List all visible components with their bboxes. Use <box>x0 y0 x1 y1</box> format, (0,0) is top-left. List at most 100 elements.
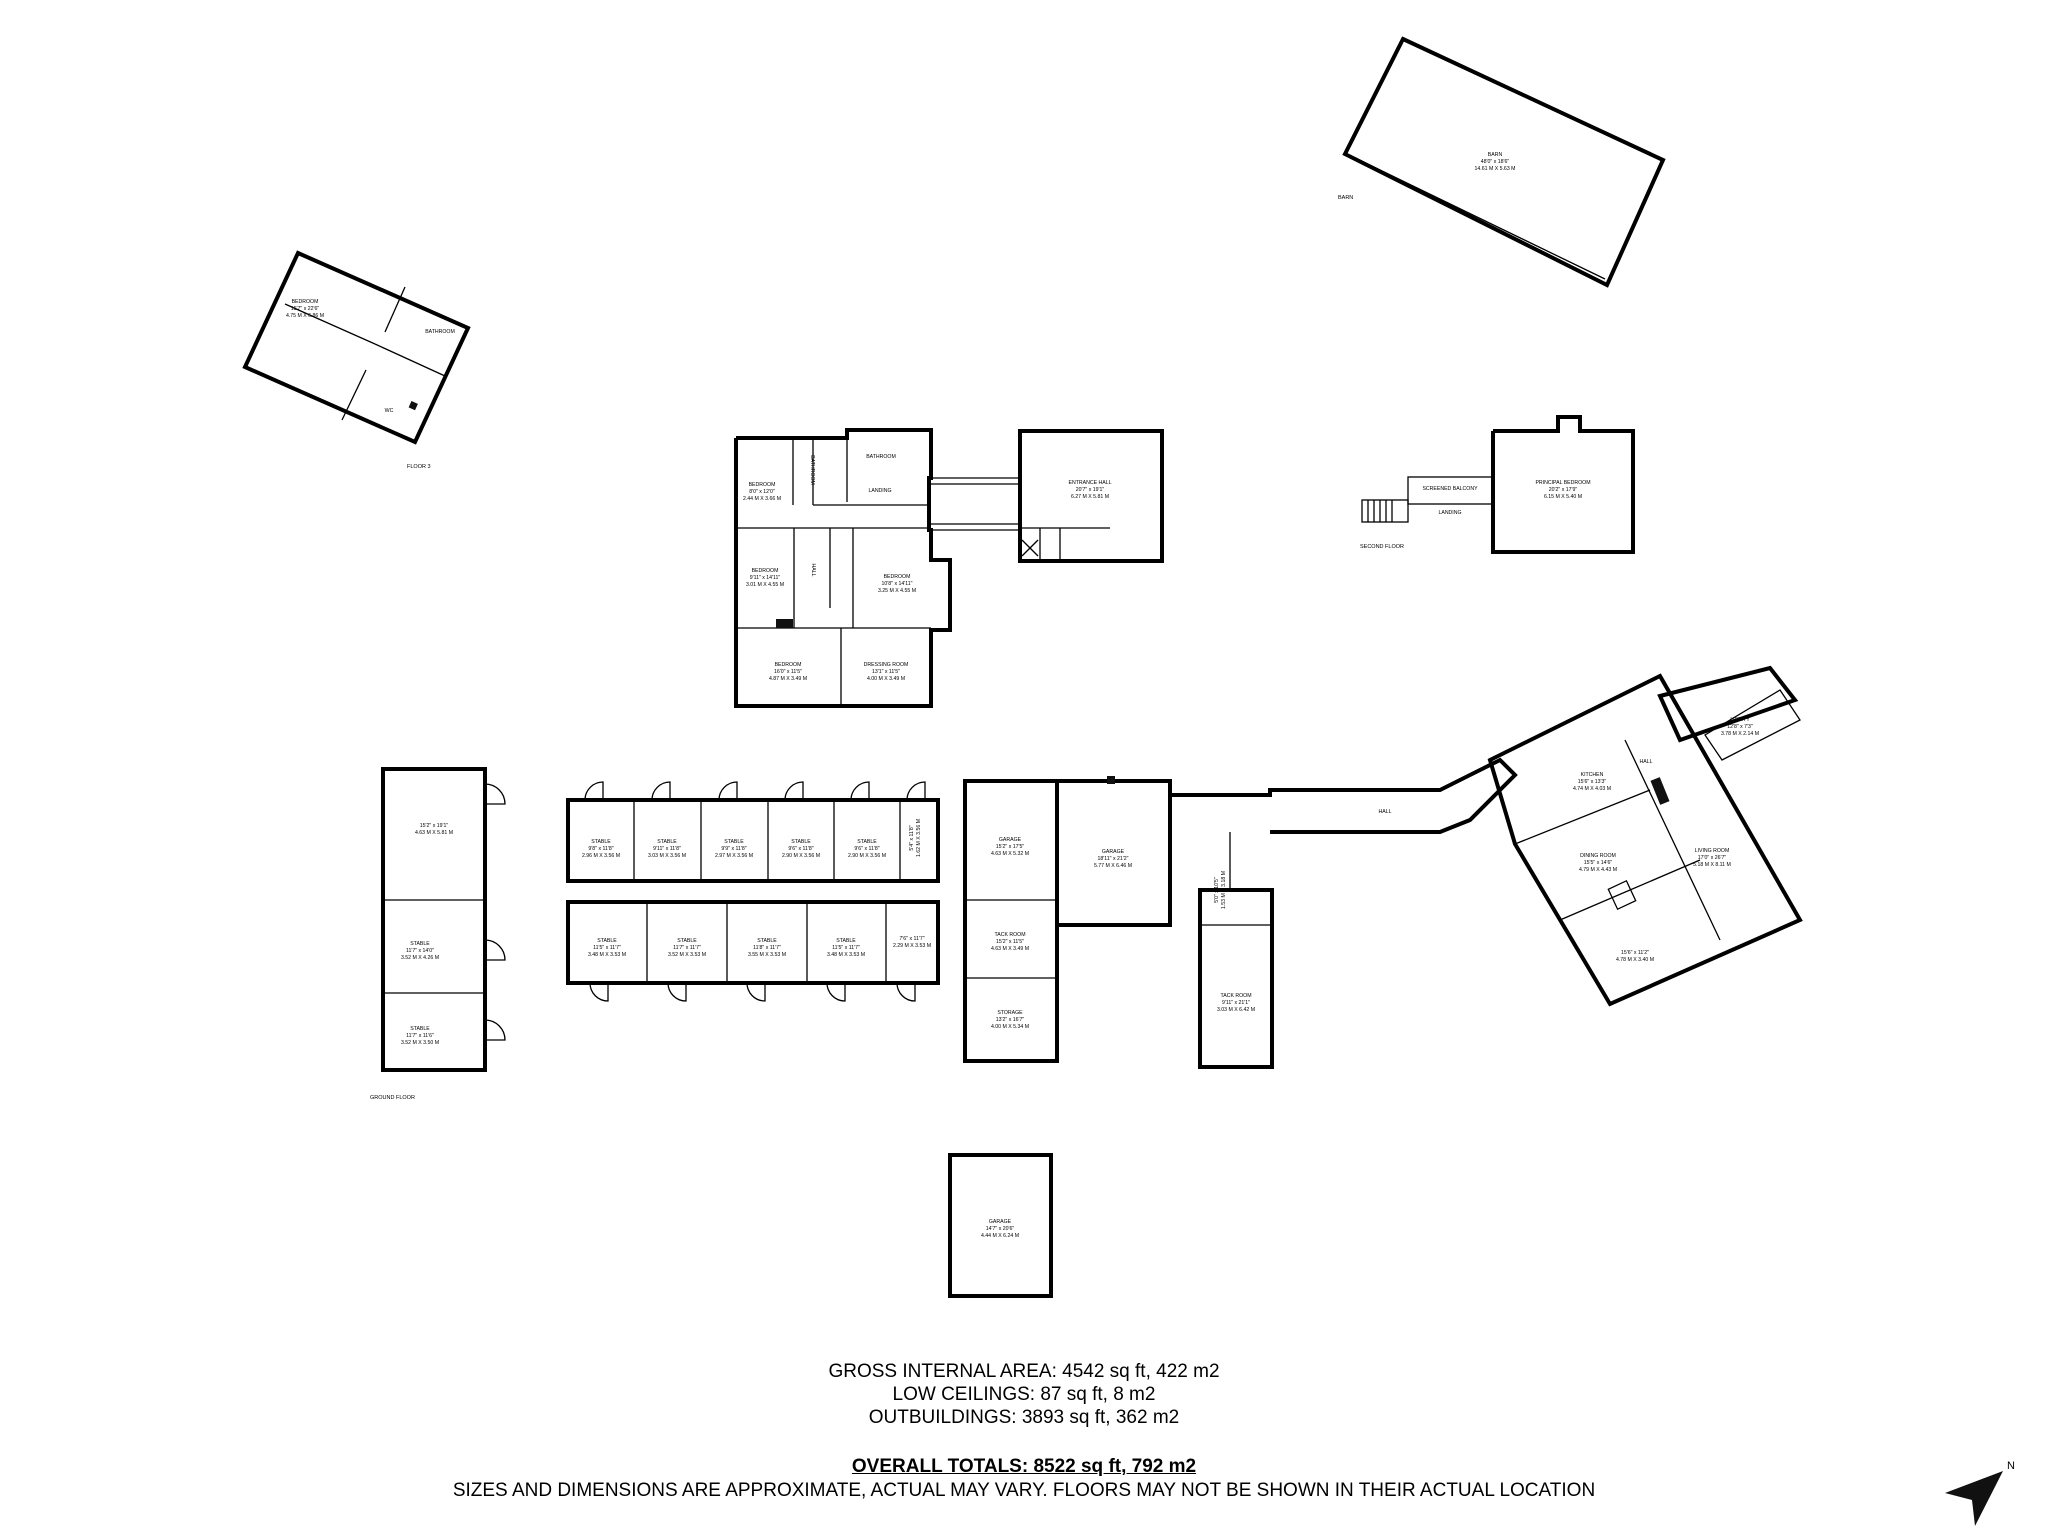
st-door-1-icon <box>584 781 604 801</box>
main-hall-outline <box>1168 757 1518 834</box>
sb-door-5-icon <box>896 982 916 1002</box>
floor3-wc-label: WC <box>385 408 394 414</box>
dressing-room-metric: 4.00 M X 3.49 M <box>867 676 905 682</box>
overall-totals: OVERALL TOTALS: 8522 sq ft, 792 m2 <box>851 1456 1197 1477</box>
bedroom-c-imperial: 10'8" x 14'11" <box>882 581 913 587</box>
kitchen-label: KITCHEN <box>1581 772 1604 778</box>
stable-top-3-metric: 2.97 M X 3.56 M <box>715 853 753 859</box>
st-door-4-icon <box>784 781 804 801</box>
kitchen-imperial: 15'6" x 13'3" <box>1578 779 1607 785</box>
bedroom-d-label: BEDROOM <box>775 662 802 668</box>
storage-label: STORAGE <box>997 1010 1023 1016</box>
stable-bottom-4-imperial: 11'5" x 11'7" <box>832 945 860 951</box>
bridge-corridor <box>931 477 1020 531</box>
bedroom-b-metric: 3.01 M X 4.55 M <box>746 582 784 588</box>
stable-top-3-label: STABLE <box>724 839 744 845</box>
st-door-2-icon <box>651 781 671 801</box>
garage-c-imperial: 14'7" x 20'6" <box>986 1226 1015 1232</box>
bedroom-c-label: BEDROOM <box>884 574 911 580</box>
stable-top-4-label: STABLE <box>791 839 811 845</box>
entrance-hall-label: ENTRANCE HALL <box>1069 480 1112 486</box>
screened-balcony-label: SCREENED BALCONY <box>1422 486 1478 492</box>
tack-room-a-label: TACK ROOM <box>994 932 1025 938</box>
large-outbuilding-imperial: 15'2" x 19'1" <box>420 823 449 829</box>
north-label: N <box>2007 1460 2015 1472</box>
stable-l2-metric: 3.52 M X 3.50 M <box>401 1040 439 1046</box>
dining-room-metric: 4.79 M X 4.43 M <box>1579 867 1617 873</box>
barn-door-track <box>1350 155 1606 280</box>
principal-bedroom-walls <box>1491 415 1635 554</box>
living-room-metric: 5.18 M X 8.11 M <box>1693 862 1731 868</box>
bedroom-a-label: BEDROOM <box>749 482 776 488</box>
dining-room-imperial: 15'5" x 14'6" <box>1584 860 1613 866</box>
stable-bottom-1-metric: 3.48 M X 3.53 M <box>588 952 626 958</box>
floor3-chimney <box>408 401 418 411</box>
stable-bottom-small-metric: 2.29 M X 3.53 M <box>893 943 931 949</box>
chimney-breast <box>1650 777 1670 805</box>
second-floor: SCREENED BALCONY LANDING PRINCIPAL BEDRO… <box>1360 415 1635 554</box>
stable-top-1-label: STABLE <box>591 839 611 845</box>
utility-label: UTILITY <box>1730 717 1750 723</box>
floor3-title: FLOOR 3 <box>407 464 431 470</box>
mh-wall-3 <box>1624 739 1721 941</box>
dressing-room-label: DRESSING ROOM <box>864 662 909 668</box>
stable-top-2-imperial: 9'11" x 11'8" <box>653 846 681 852</box>
dining-room-label: DINING ROOM <box>1580 853 1616 859</box>
stable-top-4-metric: 2.90 M X 3.56 M <box>782 853 820 859</box>
eh-cross-2 <box>1021 539 1039 557</box>
stable-top-5-imperial: 9'6" x 11'8" <box>854 846 879 852</box>
storage-imperial: 13'2" x 16'7" <box>996 1017 1025 1023</box>
dressing-room-imperial: 13'1" x 11'5" <box>872 669 900 675</box>
garage-b-flue <box>1107 776 1115 784</box>
gross-internal-area: GROSS INTERNAL AREA: 4542 sq ft, 422 m2 <box>828 1361 1220 1382</box>
stable-bottom-3-imperial: 11'8" x 11'7" <box>753 945 781 951</box>
tack-room-b-label: TACK ROOM <box>1220 993 1251 999</box>
left-outbuilding: 15'2" x 19'1" 4.63 M X 5.81 M STABLE 11'… <box>370 767 506 1101</box>
floor3-bathroom-label: BATHROOM <box>425 329 455 335</box>
stable-top-5-label: STABLE <box>857 839 877 845</box>
tack-room-a-imperial: 15'2" x 11'5" <box>996 939 1024 945</box>
north-arrow-icon: N <box>1945 1460 2015 1526</box>
stable-l1-metric: 3.52 M X 4.26 M <box>401 955 439 961</box>
landing-label: LANDING <box>868 488 891 494</box>
bedroom-c-metric: 3.25 M X 4.55 M <box>878 588 916 594</box>
room-se-metric: 4.78 M X 3.40 M <box>1616 957 1654 963</box>
entrance-hall: ENTRANCE HALL 20'7" x 19'1" 6.27 M X 5.8… <box>1018 429 1164 563</box>
lo-door-3-icon <box>484 1019 506 1041</box>
floor-3: BEDROOM 15'7" x 22'6" 4.75 M X 6.86 M BA… <box>242 250 471 470</box>
mh-cupboard <box>1607 879 1637 911</box>
floor3-wall-3 <box>341 369 367 421</box>
tack-room-a-metric: 4.63 M X 3.49 M <box>991 946 1029 952</box>
lo-door-2-icon <box>484 939 506 961</box>
stable-top-3-imperial: 9'9" x 11'8" <box>721 846 746 852</box>
stable-bottom-4-metric: 3.48 M X 3.53 M <box>827 952 865 958</box>
lo-door-1-icon <box>484 783 506 805</box>
principal-bedroom-imperial: 20'2" x 17'9" <box>1549 487 1578 493</box>
floor3-bedroom-imperial: 15'7" x 22'6" <box>291 306 320 312</box>
outbuildings-area: OUTBUILDINGS: 3893 sq ft, 362 m2 <box>868 1407 1180 1428</box>
tack-room-b-metric: 3.03 M X 6.42 M <box>1217 1007 1255 1013</box>
bedroom-d-imperial: 16'0" x 11'5" <box>774 669 802 675</box>
storage-metric: 4.00 M X 5.34 M <box>991 1024 1029 1030</box>
floor3-wall-2 <box>384 286 406 333</box>
garage-c-label: GARAGE <box>989 1219 1012 1225</box>
mh-wall-1 <box>1514 789 1651 845</box>
stable-bottom-walls <box>566 900 940 985</box>
utility-imperial: 12'8" x 7'3" <box>1727 724 1753 730</box>
bedroom-d-metric: 4.87 M X 3.49 M <box>769 676 807 682</box>
garage-c-walls <box>948 1153 1053 1298</box>
stable-bottom-3-metric: 3.55 M X 3.53 M <box>748 952 786 958</box>
entrance-hall-walls <box>1018 429 1164 563</box>
bedroom-a-imperial: 8'0" x 12'0" <box>749 489 775 495</box>
left-outbuilding-walls <box>381 767 487 1072</box>
stable-top-1-imperial: 9'8" x 11'8" <box>588 846 613 852</box>
stable-bottom-2-imperial: 11'7" x 11'7" <box>673 945 701 951</box>
entrance-hall-imperial: 20'7" x 19'1" <box>1076 487 1105 493</box>
garage-b-metric: 5.77 M X 6.46 M <box>1094 863 1132 869</box>
bathroom-a-label: BATHROOM <box>809 455 815 485</box>
bedroom-a-metric: 2.44 M X 3.66 M <box>743 496 781 502</box>
st-door-5-icon <box>850 781 870 801</box>
utility-metric: 3.78 M X 2.14 M <box>1721 731 1759 737</box>
stable-l2-label: STABLE <box>410 1026 430 1032</box>
barn-imperial: 48'0" x 18'6" <box>1481 159 1510 165</box>
